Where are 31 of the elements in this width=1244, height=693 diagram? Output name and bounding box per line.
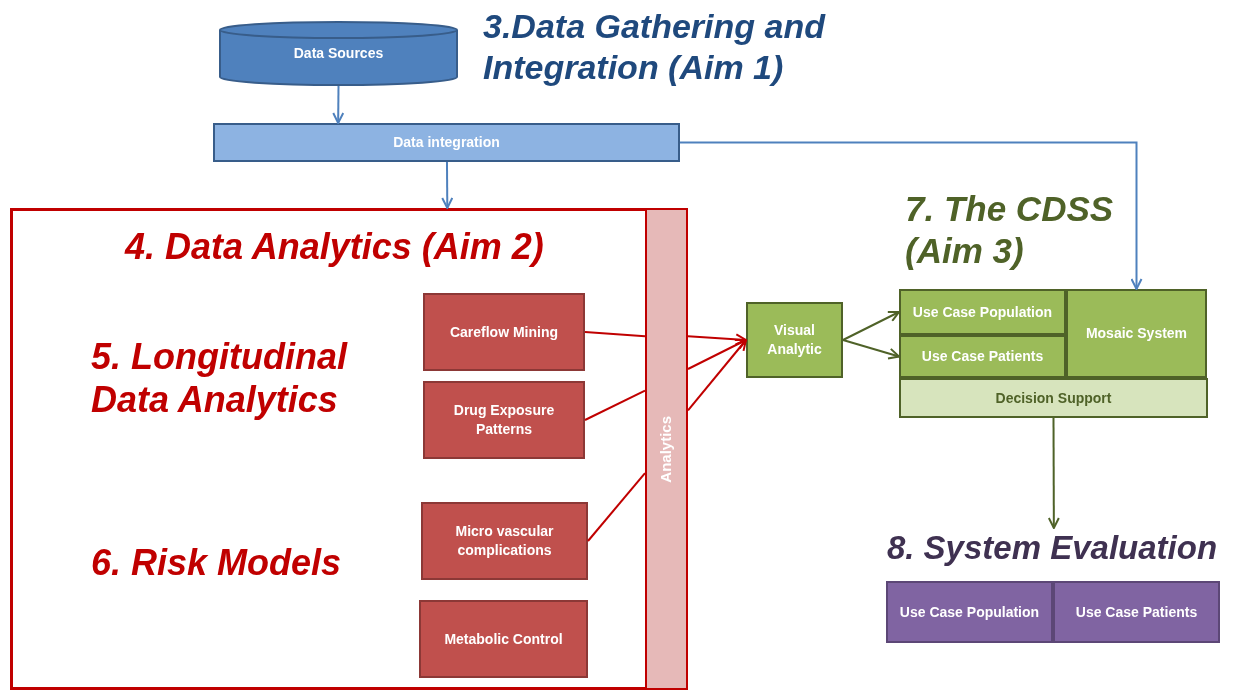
database-cylinder: Data Sources [219, 21, 458, 86]
arrow [679, 141, 1143, 290]
process-box: Micro vascular complications [421, 502, 588, 580]
section-heading: 3.Data Gathering and Integration (Aim 1) [483, 6, 827, 88]
process-box: Use Case Patients [1053, 581, 1220, 643]
arrow [687, 339, 747, 370]
process-box: Use Case Patients [899, 335, 1066, 378]
arrow [332, 85, 345, 124]
process-bar: Decision Support [899, 378, 1208, 418]
arrow [1047, 417, 1060, 529]
process-box: Use Case Population [899, 289, 1066, 335]
arrow [441, 161, 454, 209]
arrow [842, 339, 900, 360]
process-box: Careflow Mining [423, 293, 585, 371]
arrow [687, 339, 747, 412]
process-box: Mosaic System [1066, 289, 1207, 378]
process-box: Metabolic Control [419, 600, 588, 678]
section-heading: 7. The CDSS (Aim 3) [905, 188, 1115, 272]
section-frame [10, 208, 688, 690]
bar-label: Analytics [656, 415, 676, 483]
section-heading: 4. Data Analytics (Aim 2) [125, 225, 545, 269]
section-heading: 5. Longitudinal Data Analytics [91, 335, 349, 422]
vertical-bar [645, 208, 688, 690]
process-bar: Data integration [213, 123, 680, 162]
arrow [687, 333, 747, 346]
process-box: Visual Analytic [746, 302, 843, 378]
section-heading: 6. Risk Models [91, 541, 343, 585]
process-box: Drug Exposure Patterns [423, 381, 585, 459]
section-heading: 8. System Evaluation [885, 528, 1219, 568]
arrow [842, 311, 900, 341]
process-box: Use Case Population [886, 581, 1053, 643]
